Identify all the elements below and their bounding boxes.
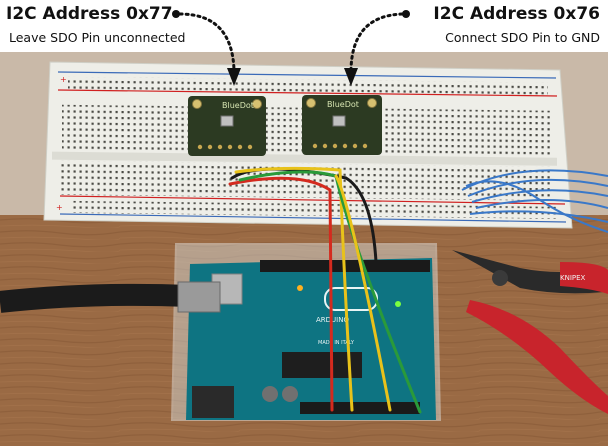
annotation-arrows (172, 10, 410, 86)
jumper-wires (228, 166, 422, 414)
wire-cutters: KNIPEX (452, 250, 608, 414)
arduino-uno: ARDUINO MADE IN ITALY (186, 258, 436, 420)
left-annotation-subtitle: Leave SDO Pin unconnected (9, 30, 186, 45)
arduino-made-in: MADE IN ITALY (318, 340, 355, 346)
bme280-sensor-right: BlueDot (302, 95, 382, 155)
led-green (395, 301, 401, 307)
power-jack (192, 386, 234, 418)
led-orange (297, 285, 303, 291)
right-annotation-title: I2C Address 0x76 (433, 4, 600, 24)
left-annotation-title: I2C Address 0x77 (6, 4, 173, 24)
analog-header (300, 402, 420, 414)
right-annotation-subtitle: Connect SDO Pin to GND (445, 30, 600, 45)
arrow-head-left (227, 68, 241, 86)
header-background (0, 0, 608, 52)
svg-text:+: + (56, 203, 63, 212)
cutter-brand: KNIPEX (560, 274, 586, 282)
blue-wire-bundle (461, 169, 608, 233)
bme280-sensor-left: BlueDot (188, 96, 266, 156)
capacitor (262, 386, 278, 402)
arduino-logo: ARDUINO (316, 316, 349, 324)
arrow-head-right (344, 68, 358, 86)
usb-cable (0, 281, 221, 313)
capacitor (282, 386, 298, 402)
svg-text:+: + (60, 75, 67, 84)
sensor-logo-right: BlueDot (327, 100, 359, 109)
sensor-logo-left: BlueDot (222, 101, 254, 110)
